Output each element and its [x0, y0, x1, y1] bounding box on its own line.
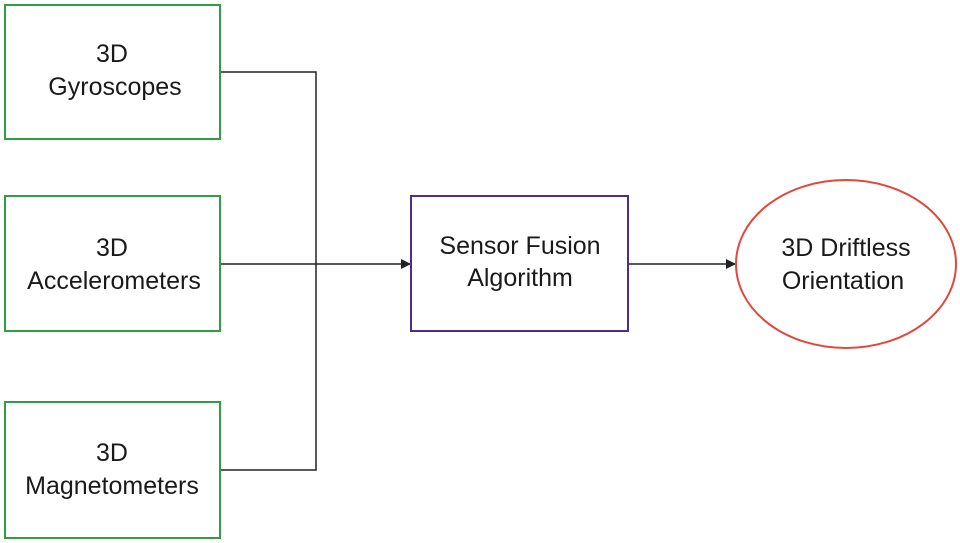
sensor-fusion-line2: Algorithm: [467, 264, 573, 292]
gyroscopes-line2: Gyroscopes: [48, 73, 181, 101]
sensor-fusion-line1: Sensor Fusion: [439, 232, 600, 260]
sensor-fusion-node: Sensor Fusion Algorithm: [410, 195, 629, 332]
magnetometers-node: 3D Magnetometers: [4, 401, 221, 539]
gyroscopes-line1: 3D: [96, 40, 128, 68]
gyroscopes-node: 3D Gyroscopes: [4, 4, 221, 140]
magnetometers-line2: Magnetometers: [25, 472, 199, 500]
gyroscopes-box: [4, 4, 221, 140]
magnetometers-box: [4, 401, 221, 539]
orientation-line1: 3D Driftless: [781, 234, 910, 262]
gyroscopes-connector: [220, 71, 317, 264]
accelerometers-line1: 3D: [96, 234, 128, 262]
orientation-node: 3D Driftless Orientation: [735, 179, 957, 349]
orientation-ellipse: [735, 179, 957, 349]
accelerometers-line2: Accelerometers: [27, 267, 201, 295]
connectors: [220, 71, 736, 471]
sensor-fusion-box: [410, 195, 629, 332]
accelerometers-node: 3D Accelerometers: [4, 195, 221, 332]
orientation-line2: Orientation: [782, 267, 904, 295]
magnetometers-connector: [220, 264, 317, 471]
magnetometers-line1: 3D: [96, 439, 128, 467]
accelerometers-box: [4, 195, 221, 332]
